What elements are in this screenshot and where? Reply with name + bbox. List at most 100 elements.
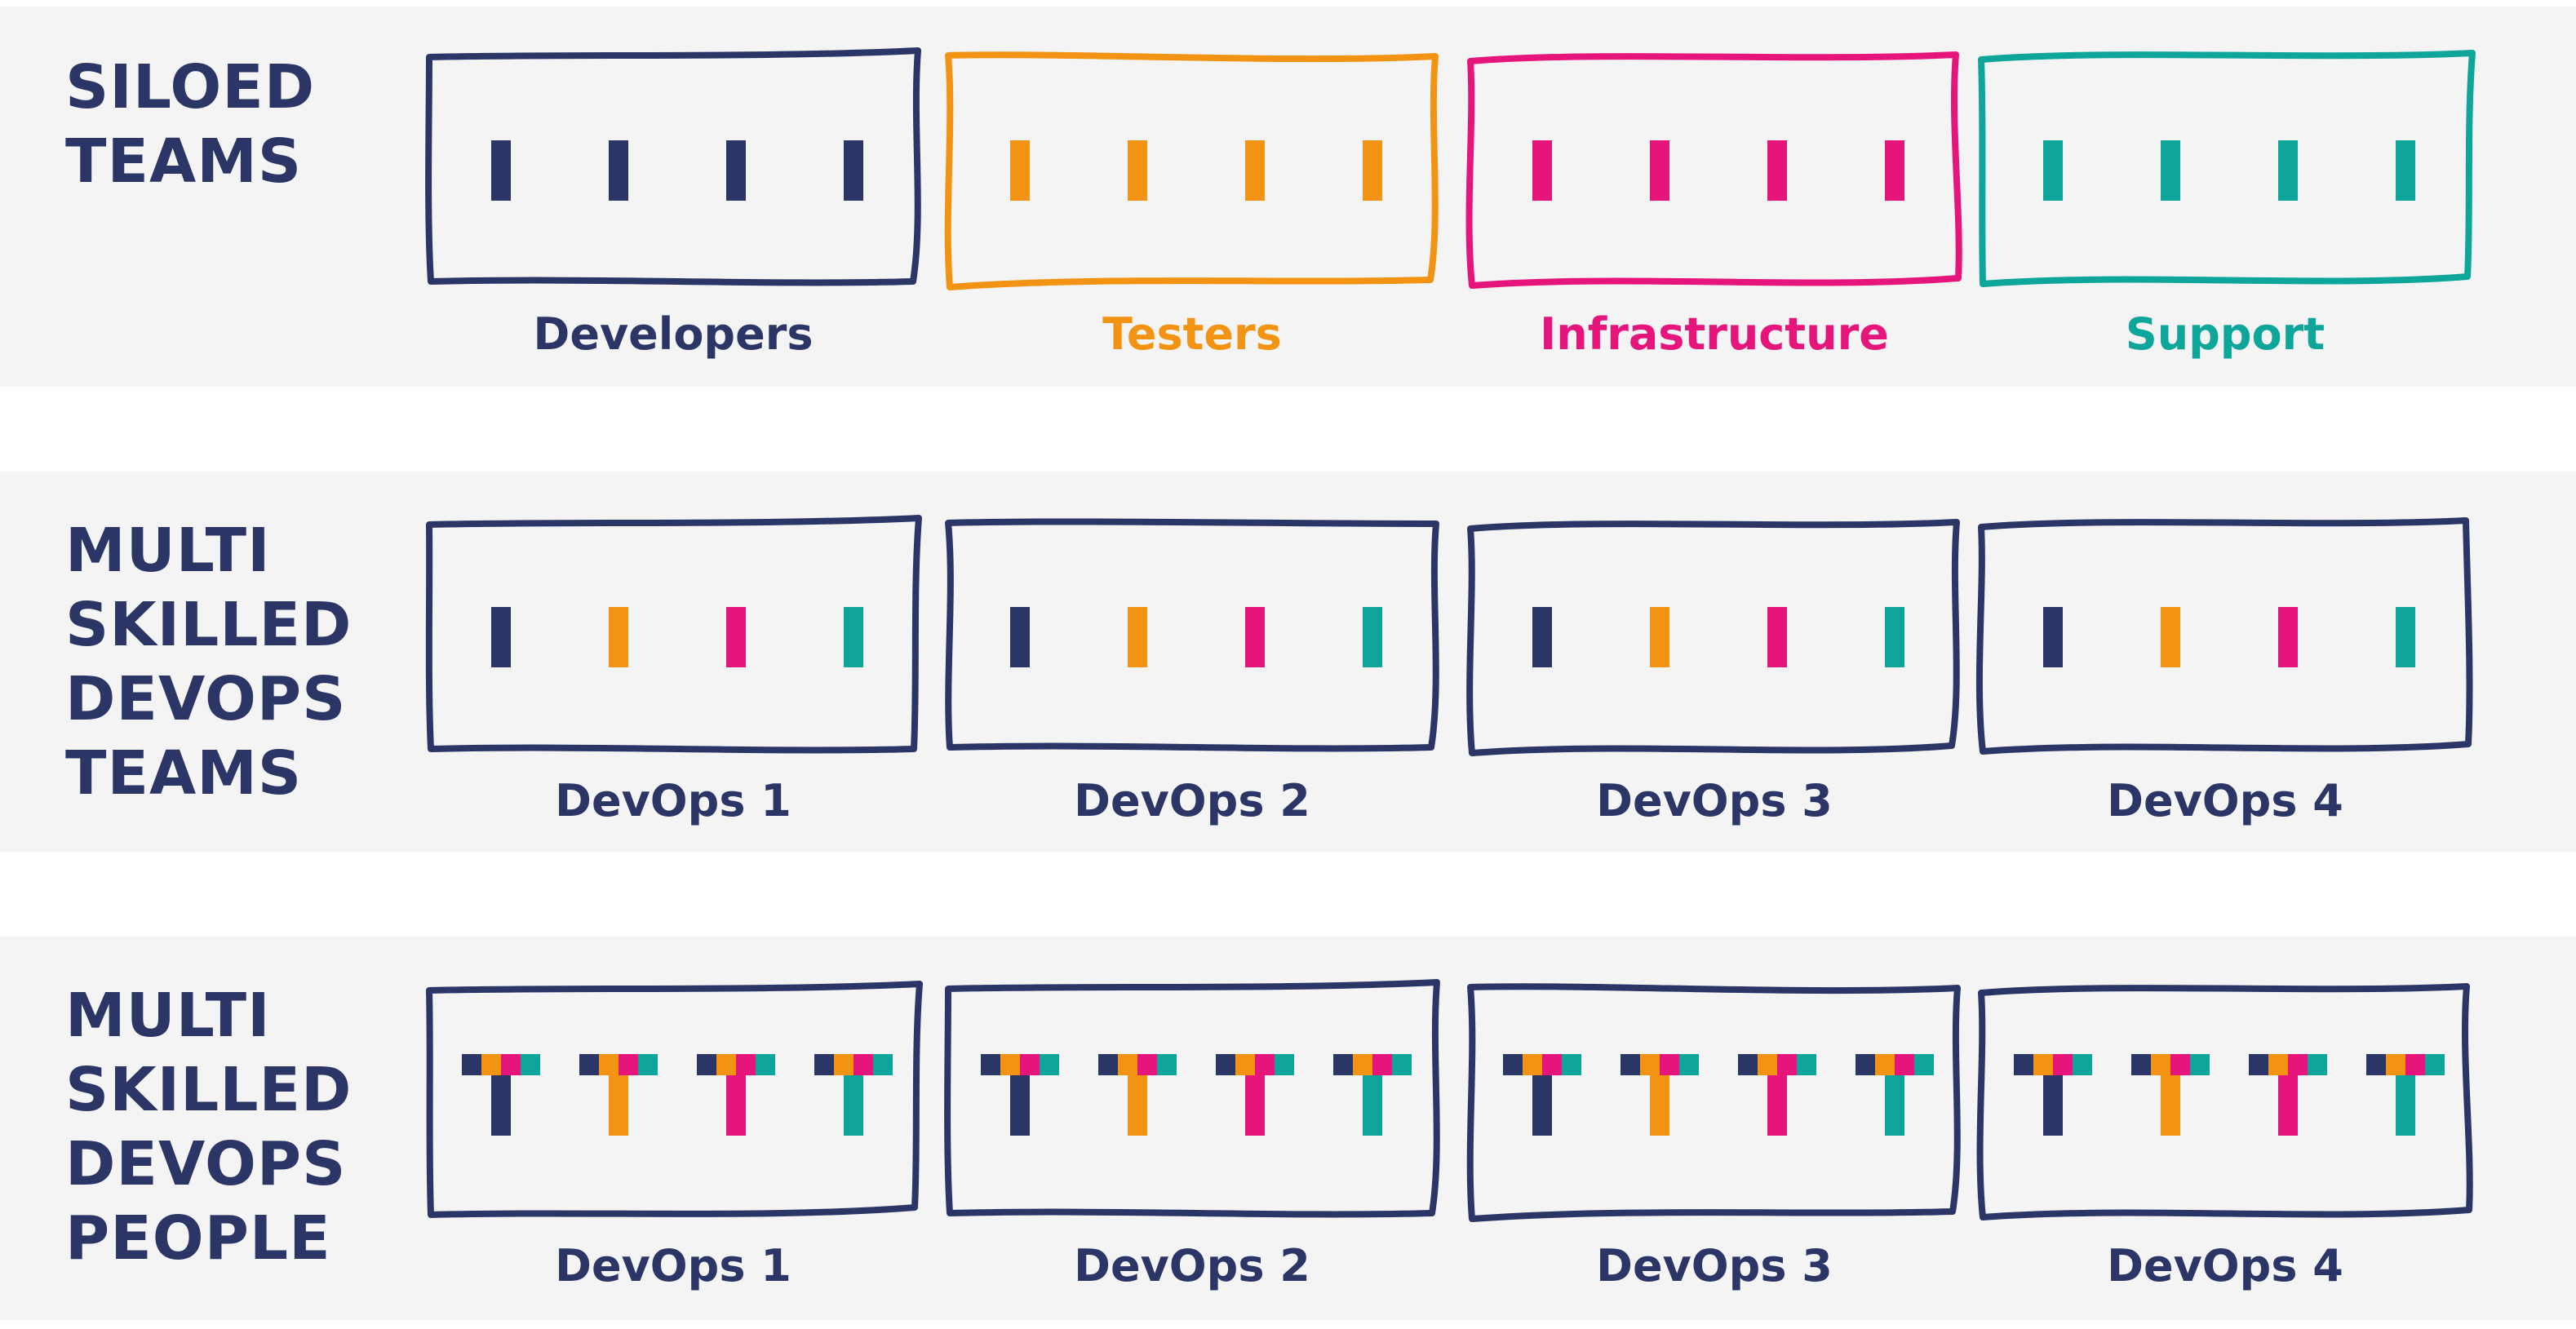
row-title-line: DEVOPS [65,1129,347,1199]
t-top-segment [1758,1054,1777,1075]
t-stem [2161,1075,2180,1136]
team-panel [424,47,922,289]
t-top-segment [1523,1054,1542,1075]
t-shaped-person [579,1054,658,1136]
panel-frame-stroke [1975,517,2473,755]
team-label: DevOps 4 [2107,1240,2343,1291]
person-bar [1245,607,1265,667]
t-top-segment [981,1054,1000,1075]
person-bar [2396,140,2415,201]
t-top-segment [1137,1054,1157,1075]
t-top-segment [2386,1054,2405,1075]
panel-frame-stroke [425,515,922,754]
team-panel [1976,50,2476,289]
t-shaped-person [2131,1054,2210,1136]
t-top-segment [2288,1054,2308,1075]
row-title-line: SILOED [65,52,316,122]
t-top-segment [1040,1054,1059,1075]
t-top-segment [2033,1054,2053,1075]
t-top-segment [1679,1054,1699,1075]
t-shaped-person [1098,1054,1177,1136]
panel-frame [944,979,1440,1218]
t-stem [1650,1075,1669,1136]
t-top-segment [834,1054,853,1075]
row-title-line: SKILLED [65,1055,352,1125]
person-bar [844,607,863,667]
t-shaped-person [1621,1054,1699,1136]
t-top-segment [1216,1054,1235,1075]
t-top-segment [2131,1054,2151,1075]
panel-frame [944,51,1439,290]
t-top-segment [2366,1054,2386,1075]
team-panel [943,51,1441,290]
t-top-segment [1777,1054,1797,1075]
person-bar [1767,607,1787,667]
t-shaped-person [1216,1054,1294,1136]
t-top-segment [1255,1054,1275,1075]
t-top-segment [814,1054,834,1075]
t-top-segment [1856,1054,1875,1075]
t-top-segment [2151,1054,2170,1075]
panel-frame [1976,983,2473,1220]
t-top-segment [736,1054,756,1075]
panel-frame-stroke [1466,519,1960,756]
person-bar [2278,607,2298,667]
t-shaped-person [1738,1054,1816,1136]
t-top-segment [619,1054,638,1075]
t-top-segment [2073,1054,2092,1075]
person-bar [726,140,746,201]
t-top-segment [2308,1054,2327,1075]
t-top-segment [2249,1054,2268,1075]
team-label: Testers [1102,308,1282,360]
t-top-segment [873,1054,893,1075]
t-stem [2278,1075,2298,1136]
t-top-segment [1000,1054,1020,1075]
t-top-segment [2053,1054,2073,1075]
row-title-line: PEOPLE [65,1203,331,1274]
t-stem [1010,1075,1030,1136]
panel-frame [1465,51,1962,289]
t-top-segment [756,1054,775,1075]
person-bar [1650,607,1669,667]
team-label: Infrastructure [1540,308,1889,360]
panel-frame-stroke [945,518,1439,752]
t-top-segment [1875,1054,1895,1075]
person-bar [1010,607,1030,667]
t-top-segment [2170,1054,2190,1075]
t-top-segment [1157,1054,1177,1075]
t-top-segment [1020,1054,1040,1075]
team-label: DevOps 2 [1074,1240,1310,1291]
panel-frame-stroke [1465,51,1962,289]
person-bar [2161,607,2180,667]
t-top-segment [1542,1054,1562,1075]
t-top-segment [2014,1054,2033,1075]
person-bar [2043,140,2063,201]
person-bar [1128,607,1147,667]
t-shaped-person [814,1054,893,1136]
team-label: DevOps 3 [1596,775,1833,826]
row-title-line: SKILLED [65,590,352,660]
t-top-segment [2268,1054,2288,1075]
t-shaped-person [2366,1054,2445,1136]
person-bar [1010,140,1030,201]
t-stem [726,1075,746,1136]
row-title-line: TEAMS [65,126,303,197]
person-bar [1363,140,1382,201]
team-label: DevOps 3 [1596,1240,1833,1291]
person-bar [2396,607,2415,667]
t-top-segment [1235,1054,1255,1075]
t-shaped-person [981,1054,1059,1136]
person-bar [1532,607,1552,667]
person-bar [1128,140,1147,201]
person-bar [844,140,863,201]
t-top-segment [1353,1054,1372,1075]
panel-frame [1466,983,1961,1222]
t-top-segment [2190,1054,2210,1075]
t-stem [2396,1075,2415,1136]
t-stem [2043,1075,2063,1136]
t-stem [1363,1075,1382,1136]
